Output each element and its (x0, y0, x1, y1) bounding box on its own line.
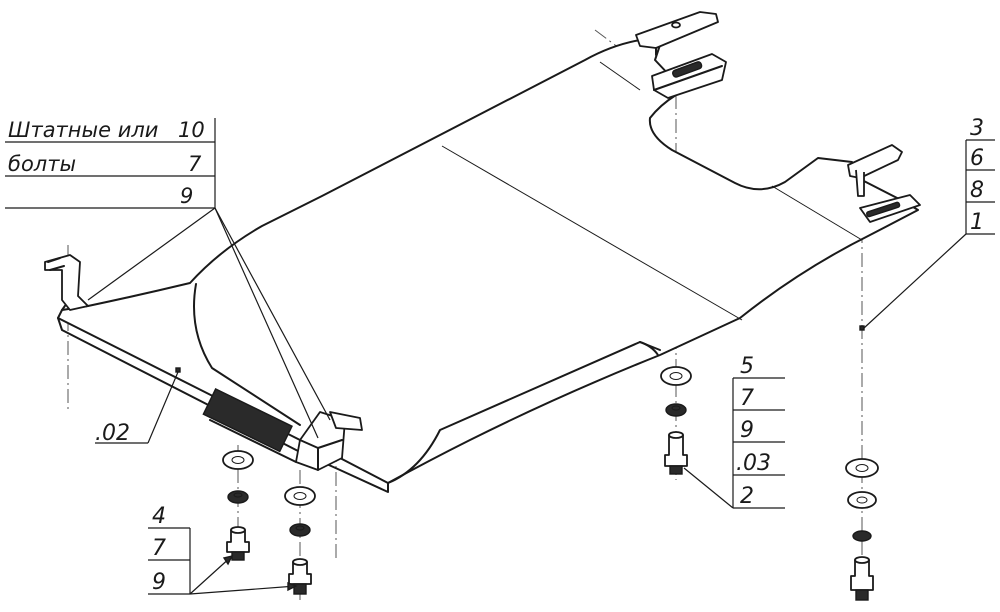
guard-plate (57, 39, 919, 493)
callout-middle-item-2: 7 (740, 386, 754, 411)
callout-bottom-left-item-1: 4 (152, 504, 166, 529)
top-tabs (635, 11, 921, 223)
callout-right-item-4: 1 (970, 210, 984, 235)
callout-02-label: .02 (95, 421, 130, 446)
callout-bottom-left-item-2: 7 (152, 536, 166, 561)
callout-row3-num: 9 (180, 184, 193, 208)
callout-right-item-1: 3 (970, 116, 984, 141)
callout-top-left: Штатные или 10 болты 7 9 (5, 118, 331, 439)
callout-right-item-3: 8 (970, 178, 984, 203)
callout-middle-item-1: 5 (740, 354, 754, 379)
callout-middle-item-3: 9 (740, 418, 754, 443)
fastener-set-right (845, 325, 879, 601)
callout-middle-item-4: .03 (736, 451, 771, 476)
callout-right-stack: 3 6 8 1 (863, 116, 995, 329)
callout-row1-num: 10 (178, 118, 205, 142)
callout-right-item-2: 6 (970, 146, 984, 171)
left-bracket (44, 254, 363, 471)
callout-row1-text: Штатные или (8, 118, 158, 142)
callout-middle-stack: 5 7 9 .03 2 (683, 354, 785, 509)
callout-row2-text: болты (8, 152, 76, 176)
callout-bottom-left-item-3: 9 (152, 570, 166, 595)
fastener-set-left-2 (284, 486, 316, 595)
callout-row2-num: 7 (188, 152, 202, 176)
fastener-set-middle (660, 366, 692, 475)
fastener-set-left (222, 450, 254, 561)
callout-02: .02 (95, 367, 181, 446)
callout-bottom-left-stack: 4 7 9 (148, 504, 298, 595)
callout-middle-item-5: 2 (740, 484, 754, 509)
